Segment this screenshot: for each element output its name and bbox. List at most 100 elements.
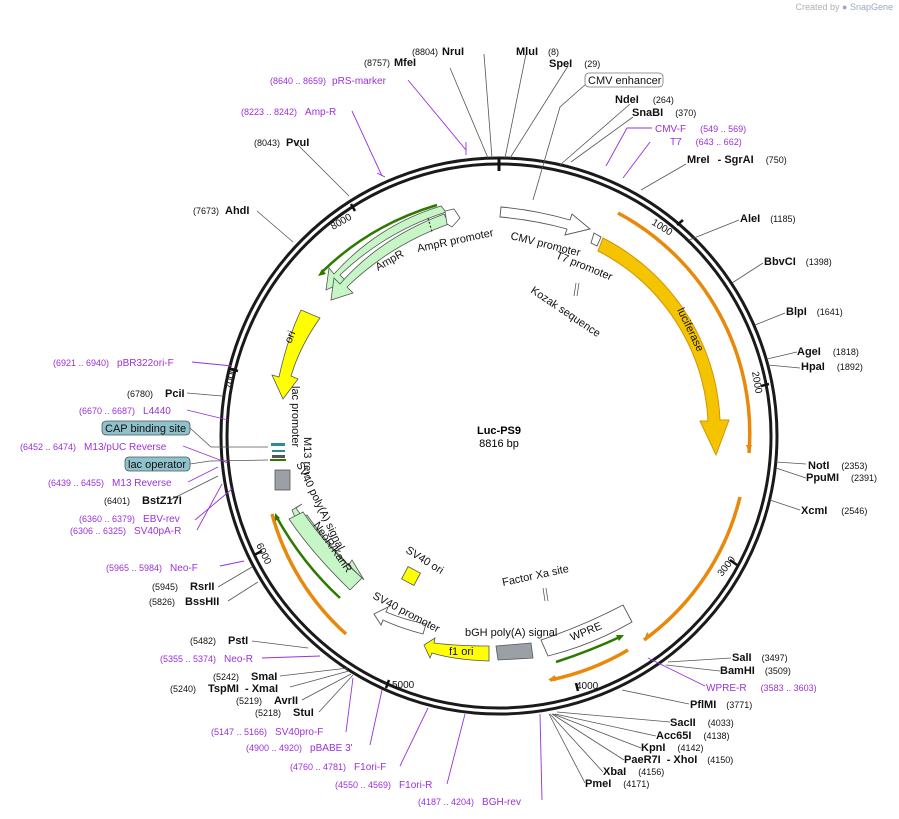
plasmid-name: Luc-PS9	[477, 425, 521, 437]
enzyme-rsrii: (5945)RsrII	[152, 581, 214, 593]
primer-m13-reverse: (6439 .. 6455)M13 Reverse	[48, 478, 172, 489]
tick-marks	[229, 203, 770, 692]
ampr-feature	[330, 213, 450, 301]
bgh-label: bGH poly(A) signal	[465, 627, 557, 639]
enzyme-hpai: HpaI(1892)	[801, 361, 863, 373]
primer-wpre-r: WPRE-R(3583 .. 3603)	[706, 683, 817, 694]
tick-8000	[349, 203, 357, 212]
tick-2000	[760, 382, 770, 388]
enzyme-bsshii: (5826)BssHII	[149, 596, 219, 608]
enzyme-pmei: PmeI(4171)	[585, 778, 649, 790]
tick-label-2000: 2000	[749, 371, 764, 395]
enzyme-agei: AgeI(1818)	[797, 346, 859, 358]
primer-m13-puc-reverse: (6452 .. 6474)M13/pUC Reverse	[20, 442, 167, 453]
enzyme-snabi: SnaBI(370)	[632, 107, 696, 119]
neor-green-primer	[274, 515, 341, 599]
primer-amp-r: (8223 .. 8242)Amp-R	[241, 107, 336, 118]
tick-label-4000: 4000	[576, 681, 599, 692]
m13-rev-label: M13 rev	[301, 437, 313, 477]
primer-ebv-rev: (6360 .. 6379)EBV-rev	[79, 514, 180, 525]
enzyme-xcmi: XcmI(2546)	[801, 505, 867, 517]
f1-ori-label: f1 ori	[449, 646, 473, 658]
enzyme-pcii: (6780)PciI	[127, 388, 185, 400]
enzyme-stui: (5218)StuI	[255, 707, 314, 719]
primer-l4440: (6670 .. 6687)L4440	[79, 406, 171, 417]
tick-6000	[253, 549, 263, 557]
enzyme-sacii: SacII(4033)	[670, 717, 734, 729]
ampr-green-primer	[321, 203, 438, 273]
primer-neo-f: (5965 .. 5984)Neo-F	[106, 563, 198, 574]
lac-promoter-label: lac promoter	[289, 386, 301, 447]
enzyme-xbai: XbaI(4156)	[603, 766, 664, 778]
primer-neo-r: (5355 .. 5374)Neo-R	[160, 654, 253, 665]
orange-primer-arc-6000	[270, 513, 348, 636]
enzyme-bstz17i: (6401)BstZ17I	[104, 495, 182, 507]
snapgene-credit: Created by ● SnapGene	[795, 2, 893, 12]
enzyme-smai: (5242)SmaI	[213, 671, 277, 683]
tick-4000	[574, 682, 580, 692]
neor-kanr-feature	[288, 511, 363, 591]
primer-t7: T7(643 .. 662)	[670, 137, 742, 148]
t7-promoter-feature	[590, 232, 602, 247]
m13-rev-mark	[272, 455, 285, 458]
enzyme-bamhi: BamHI(3509)	[720, 665, 791, 677]
enzyme-tspmi-xmai: (5240)TspMI- XmaI	[170, 683, 278, 695]
kozak-label: Kozak sequence	[528, 285, 602, 340]
enzyme-alei: AleI(1185)	[740, 213, 796, 225]
tick-label-3000: 3000	[716, 554, 739, 579]
cmv-enhancer-box	[584, 72, 664, 88]
primer-bgh-rev: (4187 .. 4204)BGH-rev	[418, 797, 521, 808]
primer-leader-lines	[182, 79, 706, 801]
sv40-ori-feature	[400, 565, 422, 587]
enzyme-ahdi: (7673)AhdI	[193, 205, 249, 217]
cap-binding-site-label: CAP binding site	[105, 423, 186, 435]
primer-prs-marker: (8640 .. 8659)pRS-marker	[270, 76, 387, 87]
credit-prefix: Created by	[795, 2, 840, 12]
primer-cmv-f: CMV-F(549 .. 569)	[655, 124, 746, 135]
tick-label-5000: 5000	[392, 680, 415, 691]
enzyme-acc65i: Acc65I(4138)	[656, 730, 730, 742]
enzyme-mrei-sgrai: MreI- SgrAI(750)	[687, 154, 787, 166]
tick-7000	[229, 367, 239, 373]
snapgene-logo-icon: ●	[842, 2, 848, 12]
credit-brand: SnapGene	[849, 2, 893, 12]
enzyme-spei: SpeI(29)	[549, 58, 600, 70]
enzyme-blpi: BlpI(1641)	[786, 306, 843, 318]
enzyme-mlui: MluI(8)	[516, 46, 559, 58]
cmv-enhancer-label: CMV enhancer	[588, 75, 662, 87]
enzyme-sali: SalI(3497)	[732, 652, 788, 664]
enzyme-noti: NotI(2353)	[808, 460, 867, 472]
lac-operator-box	[124, 456, 191, 472]
primer-pbabe-3: (4900 .. 4920)pBABE 3'	[246, 743, 353, 754]
ampr-promoter-feature	[444, 208, 461, 228]
bgh-polya-feature	[495, 642, 534, 661]
tick-3000	[729, 558, 738, 567]
primer-sv40pro-f: (5147 .. 5166)SV40pro-F	[211, 727, 323, 738]
primer-f1ori-r: (4550 .. 4569)F1ori-R	[335, 780, 432, 791]
luciferase-outer-primer-arc	[617, 211, 752, 454]
cap-binding-site-box	[101, 420, 191, 436]
f1-ori-feature	[423, 637, 490, 662]
ori-label: ori	[283, 329, 299, 345]
leader-lines	[169, 53, 807, 784]
enzyme-pflmi: PflMI(3771)	[690, 699, 752, 711]
orange-primer-arc-3000	[642, 496, 742, 642]
primer-f1ori-f: (4760 .. 4781)F1ori-F	[290, 762, 386, 773]
enzyme-ppumi: PpuMI(2391)	[806, 472, 877, 484]
enzyme-kpni: KpnI(4142)	[641, 742, 703, 754]
plasmid-length: 8816 bp	[479, 438, 519, 450]
ori-feature	[271, 309, 321, 400]
tick-5000	[384, 679, 391, 689]
sv40-polya-feature	[274, 469, 291, 491]
enzyme-paer7i-xhoi: PaeR7I- XhoI(4150)	[624, 754, 733, 766]
tick-1000	[676, 219, 684, 226]
luciferase-feature	[597, 237, 730, 457]
enzyme-ndei: NdeI(264)	[615, 94, 674, 106]
enzyme-mfei: (8757)MfeI	[364, 57, 416, 69]
enzyme-avrii: (5219)AvrII	[236, 695, 298, 707]
enzyme-psti: (5482)PstI	[190, 635, 248, 647]
sv40-promoter-feature	[373, 606, 427, 635]
primer-pbr322ori-f: (6921 .. 6940)pBR322ori-F	[53, 358, 174, 369]
cmv-promoter-feature	[499, 206, 591, 236]
